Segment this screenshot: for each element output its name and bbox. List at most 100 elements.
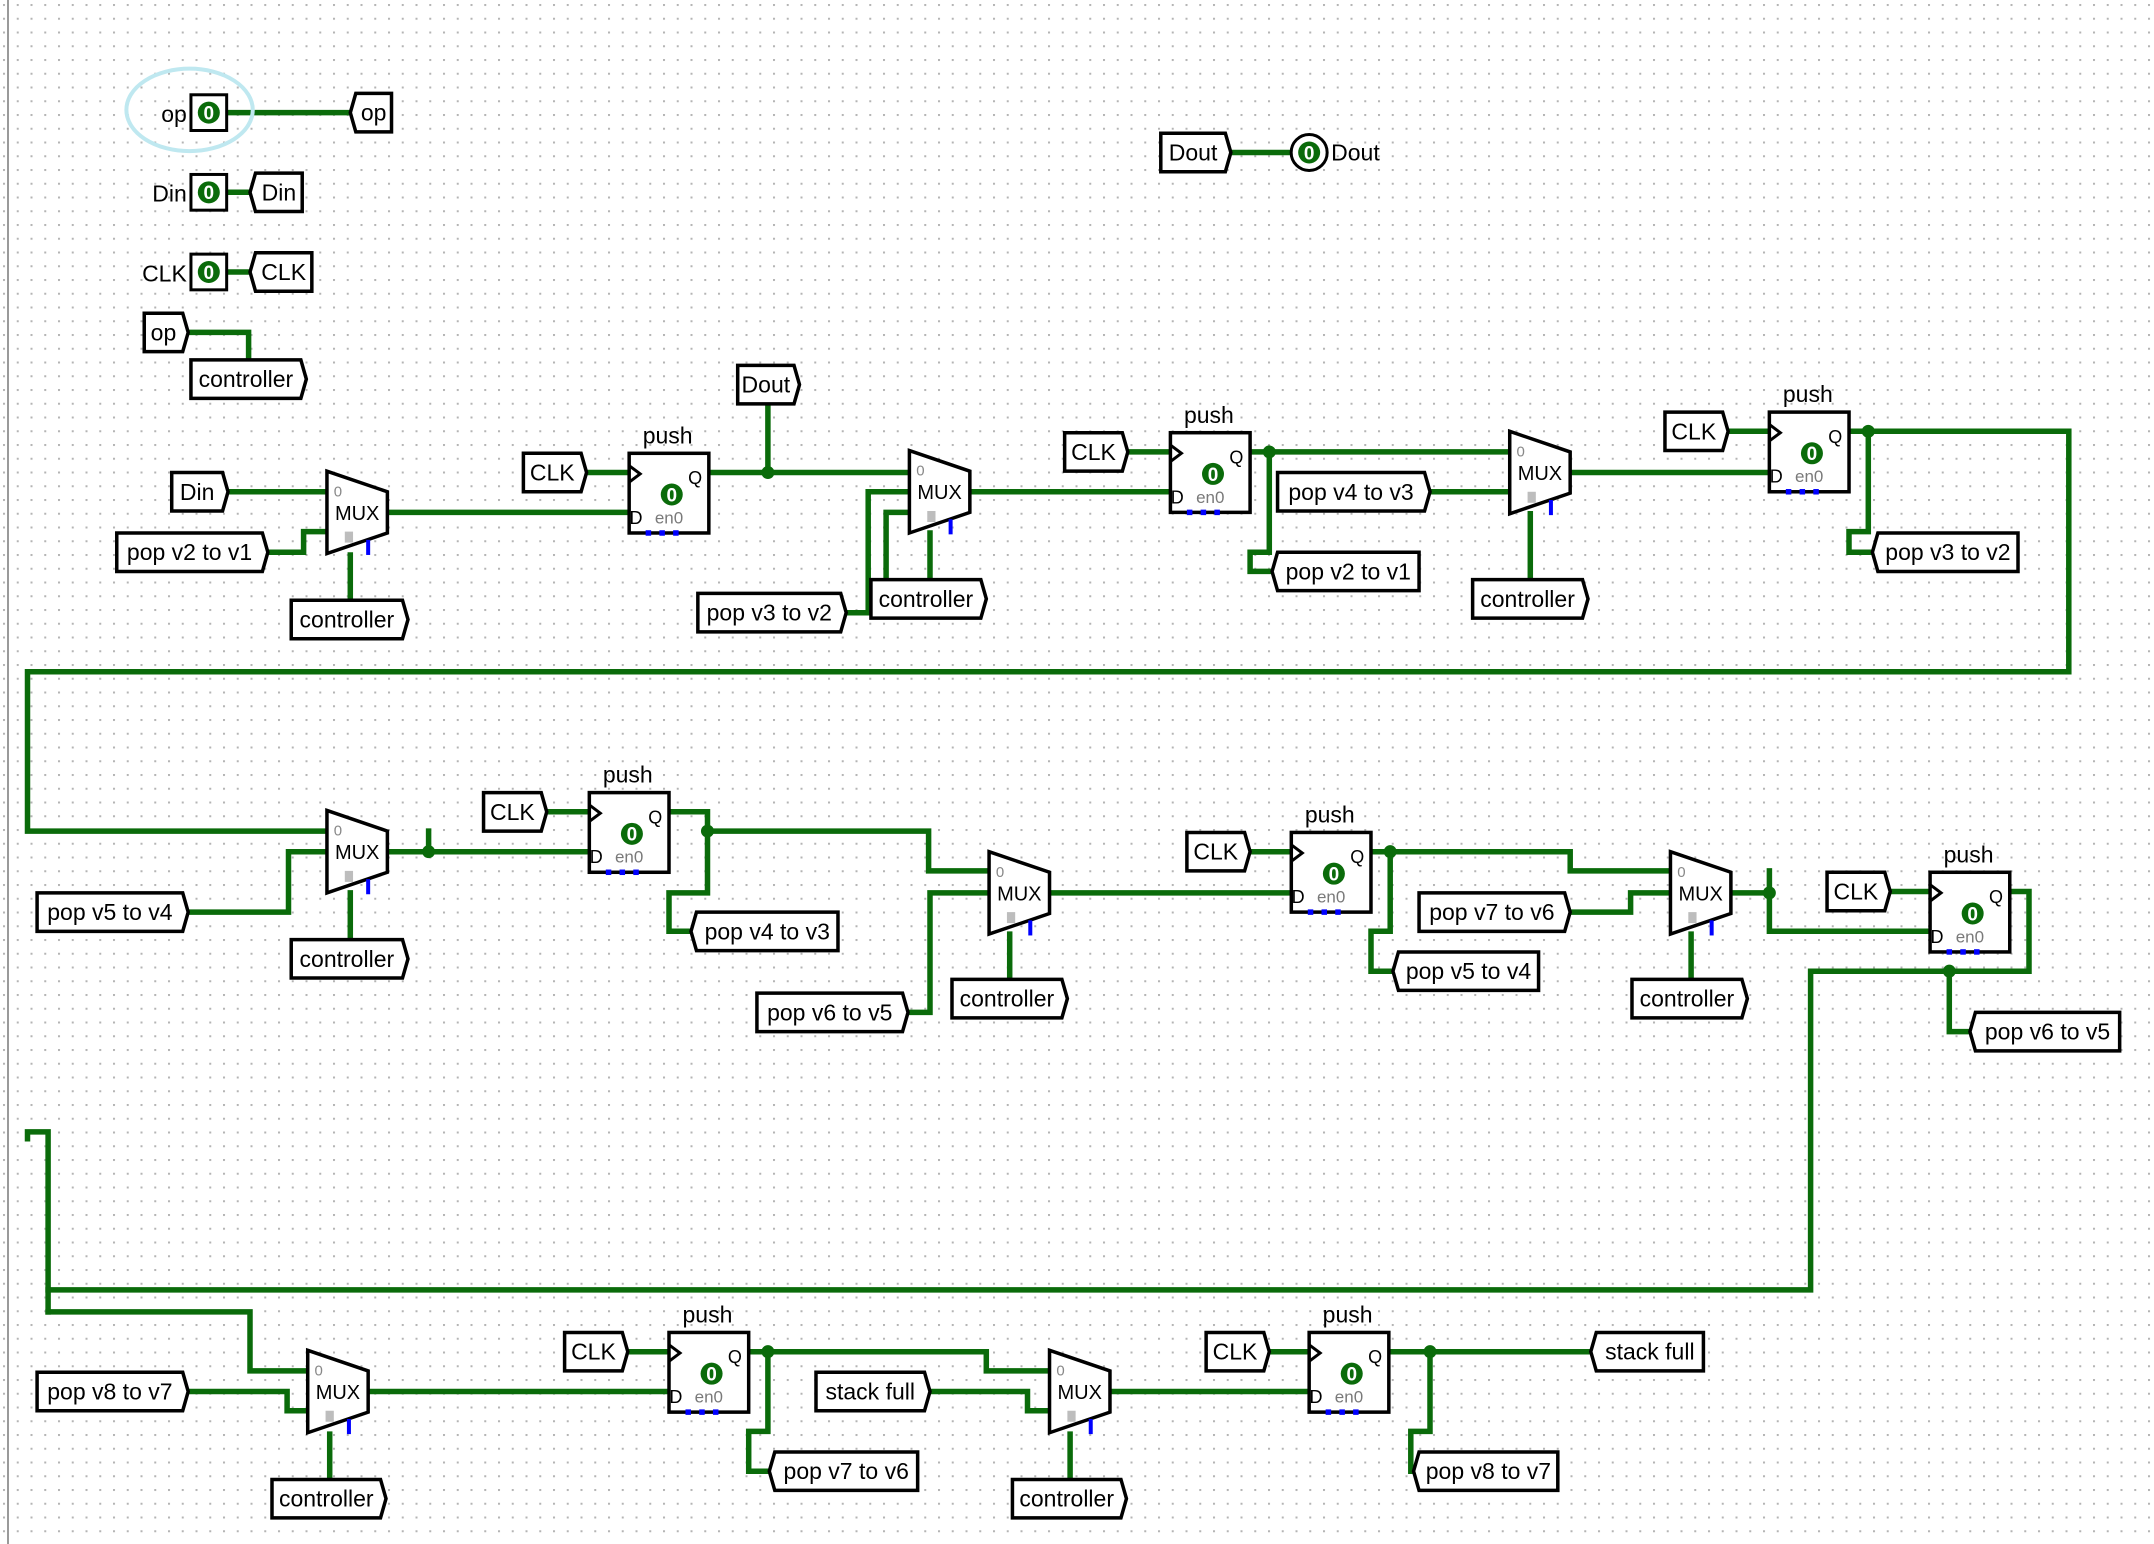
tunnel-t-ctrl-m7[interactable]: controller [270, 1477, 388, 1520]
flipflop-d-label: D [1930, 927, 1943, 947]
mux-select-marker [1067, 1410, 1076, 1422]
tunnel-t-clk-f5[interactable]: CLK [1185, 830, 1252, 873]
tunnel-t-pop54-m4[interactable]: pop v5 to v4 [35, 891, 191, 934]
tunnel-label: CLK [1671, 418, 1716, 444]
tunnel-t-ctrl-m8[interactable]: controller [1010, 1477, 1129, 1520]
tunnel-t-ctrl-m2[interactable]: controller [869, 577, 989, 620]
tunnel-t-clk-f3[interactable]: CLK [1663, 410, 1730, 453]
flipflop-d-label: D [1770, 467, 1783, 487]
tunnel-t-pop87-q8[interactable]: pop v8 to v7 [1411, 1450, 1560, 1493]
tunnel-label: CLK [1834, 879, 1879, 905]
tunnel-t-full-q8[interactable]: stack full [1588, 1330, 1706, 1373]
tunnel-body [562, 1330, 630, 1373]
tunnel-t-pop43-q4[interactable]: pop v4 to v3 [689, 910, 840, 953]
flipflop-port-marker [673, 530, 679, 536]
tunnel-t-full-m8[interactable]: stack full [814, 1370, 932, 1413]
tunnel-t-clk-out[interactable]: CLK [248, 251, 314, 293]
tunnel-body [348, 91, 394, 134]
tunnel-t-pop87-m7[interactable]: pop v8 to v7 [35, 1370, 191, 1413]
tunnel-label: pop v5 to v4 [47, 899, 173, 925]
flipflop-state-dot [1340, 1362, 1363, 1385]
mux-label: MUX [335, 842, 379, 864]
tunnel-body [1630, 977, 1750, 1020]
tunnel-body [1663, 410, 1730, 453]
tunnel-t-clk-f8[interactable]: CLK [1204, 1330, 1272, 1373]
tunnel-body [869, 577, 989, 620]
flipflop-port-marker [1214, 509, 1220, 516]
flipflop-port-marker [1186, 509, 1193, 516]
tunnel-t-pop65-m5[interactable]: pop v6 to v5 [755, 991, 910, 1034]
tunnel-t-pop65-q6[interactable]: pop v6 to v5 [1968, 1010, 2122, 1053]
tunnel-t-pop32-q3[interactable]: pop v3 to v2 [1870, 531, 2020, 574]
tunnel-t-dout-in[interactable]: Dout [735, 363, 802, 406]
tunnel-t-clk-f6[interactable]: CLK [1825, 870, 1893, 913]
tunnel-t-ctrl-m3[interactable]: controller [1470, 577, 1590, 620]
tunnel-t-op-in[interactable]: op [142, 311, 191, 354]
tunnel-t-ctrl-m6[interactable]: controller [1630, 977, 1750, 1020]
tunnel-t-ctrl-m4[interactable]: controller [289, 937, 410, 980]
clock-triangle-icon [1768, 423, 1783, 443]
tunnel-t-pop76-q7[interactable]: pop v7 to v6 [767, 1450, 920, 1493]
tunnel-t-clk-f2[interactable]: CLK [1062, 430, 1130, 473]
tunnel-t-pop76-m6[interactable]: pop v7 to v6 [1417, 891, 1572, 934]
tunnel-label: CLK [530, 460, 575, 486]
tunnel-t-clk-f7[interactable]: CLK [562, 1330, 630, 1373]
tunnel-t-pop21-r1[interactable]: pop v2 to v1 [115, 531, 270, 574]
flipflop-port-marker [1321, 909, 1328, 915]
tunnel-t-ctrl-m1[interactable]: controller [289, 598, 410, 641]
tunnel-t-clk-f4[interactable]: CLK [481, 790, 549, 833]
tunnel-t-pop54-q5[interactable]: pop v5 to v4 [1391, 950, 1541, 993]
input-pin-pin-op[interactable]: 0op [161, 93, 229, 132]
mux-input-0-label: 0 [334, 483, 342, 500]
tunnel-t-pop32-m2[interactable]: pop v3 to v2 [696, 591, 849, 634]
flipflop-port-marker [1325, 1409, 1332, 1415]
flipflop-q-label: Q [1350, 847, 1364, 867]
wire [185, 1388, 311, 1414]
mux-select-marker [927, 511, 936, 522]
tunnel-t-din-r1[interactable]: Din [169, 470, 230, 513]
tunnel-t-din-out[interactable]: Din [248, 171, 304, 214]
flipflop-d-label: D [590, 847, 603, 867]
flipflop-enable-label: en0 [1956, 927, 1984, 946]
tunnel-t-ctrl-m5[interactable]: controller [950, 977, 1070, 1020]
wire [265, 528, 330, 555]
tunnel-t-ctrl-top[interactable]: controller [189, 358, 309, 401]
tunnel-t-clk-f1[interactable]: CLK [521, 451, 589, 494]
pin-value-dot [1298, 141, 1321, 164]
wire [1247, 449, 1275, 575]
tunnel-body [1825, 870, 1893, 913]
tunnel-t-pop21-q2[interactable]: pop v2 to v1 [1270, 550, 1421, 593]
flipflop-port-marker [1799, 489, 1806, 495]
multiplexer-mux-1[interactable]: MUX 0 [325, 468, 390, 557]
tunnel-t-pop43-m3[interactable]: pop v4 to v3 [1275, 470, 1432, 513]
tunnel-t-op-out[interactable]: op [348, 91, 394, 134]
pin-value: 0 [1304, 143, 1315, 164]
flipflop-port-marker [1339, 1409, 1345, 1415]
mux-input-0-label: 0 [996, 864, 1004, 881]
flipflop-title: push [1184, 402, 1234, 428]
tunnel-t-dout-in[interactable]: Dout [1159, 131, 1233, 174]
mux-label: MUX [335, 503, 379, 525]
flipflop-title: push [1305, 802, 1355, 828]
flipflop-enable-label: en0 [655, 508, 683, 527]
